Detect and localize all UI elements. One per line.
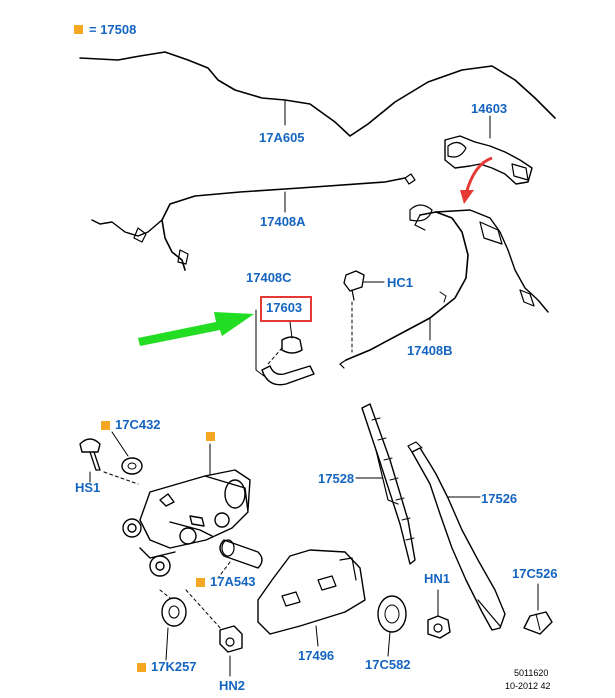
washer-jet-17603 [281, 336, 303, 354]
washer-hose-17A605 [79, 51, 556, 137]
footer-code: 5011620 [514, 668, 549, 678]
callout-17603: 17603 [266, 300, 303, 315]
legend-text: = 17508 [89, 22, 137, 37]
clip-HC1 [343, 270, 365, 292]
square-17K257 [137, 663, 146, 672]
screw-HS1 [79, 438, 101, 453]
callout-17K257: 17K257 [151, 659, 197, 674]
red-arrow [464, 156, 493, 195]
nut-HN1 [427, 615, 451, 639]
callout-HC1: HC1 [387, 275, 414, 290]
callout-17526: 17526 [481, 491, 518, 506]
cap-17C526 [523, 611, 553, 635]
nut-HN2 [219, 625, 243, 653]
highlight-box [260, 296, 312, 322]
callout-17496: 17496 [298, 648, 335, 663]
callout-14603: 14603 [471, 101, 508, 116]
callout-17A605: 17A605 [259, 130, 305, 145]
green-arrow [138, 312, 254, 346]
callout-17A543: 17A543 [210, 574, 256, 589]
callout-HN1: HN1 [424, 571, 451, 586]
washer-hose-17408B [345, 211, 469, 361]
wiper-motor [122, 469, 251, 577]
bushing-17A543 [219, 539, 263, 569]
callout-17C582: 17C582 [365, 657, 411, 672]
square-17C432 [101, 421, 110, 430]
square-17A543 [196, 578, 205, 587]
callout-HS1: HS1 [75, 480, 101, 495]
callout-17408B: 17408B [407, 343, 453, 358]
connector-14603 [444, 135, 533, 185]
wiper-arm-17526 [407, 441, 506, 631]
callout-17C432: 17C432 [115, 417, 161, 432]
square-motor [206, 432, 215, 441]
callout-HN2: HN2 [219, 678, 246, 693]
footer-date: 10-2012 42 [505, 681, 551, 691]
bracket-17496 [257, 549, 366, 635]
washer-hose-17408A [161, 177, 406, 271]
callout-17528: 17528 [318, 471, 355, 486]
callout-17C526: 17C526 [512, 566, 558, 581]
wiper-blade-17528 [361, 403, 416, 565]
callout-17408C: 17408C [246, 270, 292, 285]
callout-17408A: 17408A [260, 214, 306, 229]
legend-square [74, 25, 83, 34]
